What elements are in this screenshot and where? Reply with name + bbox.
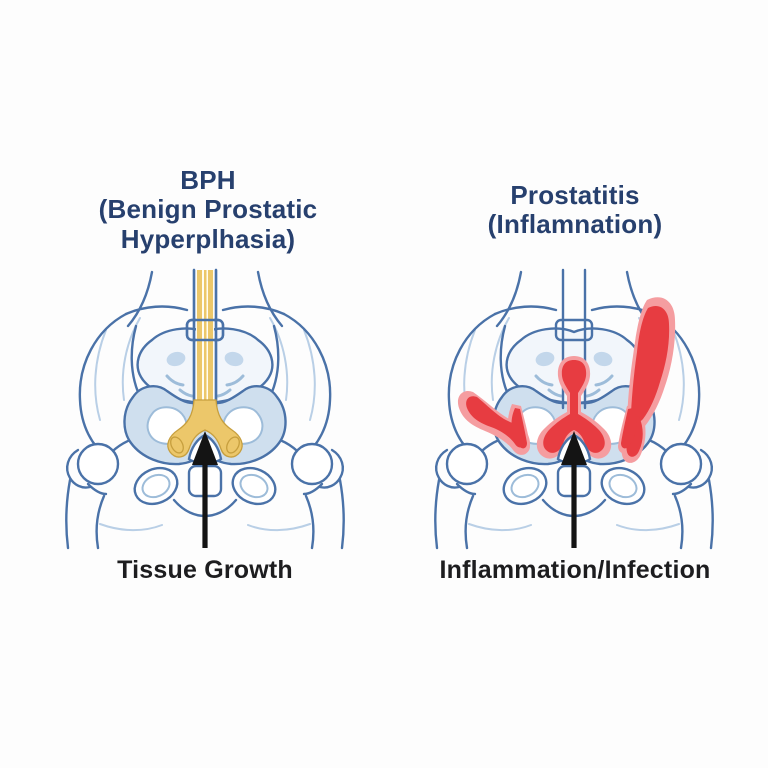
bph-panel-title: BPH (Benign Prostatic Hyperplhasia) xyxy=(98,165,318,254)
prostatitis-panel-title: Prostatitis (Inflamnation) xyxy=(487,180,663,240)
bph-caption: Tissue Growth xyxy=(117,556,293,584)
bph-pelvis-illustration xyxy=(65,268,345,550)
prostatitis-pelvis-illustration xyxy=(434,268,714,550)
tissue-growth-highlight xyxy=(167,268,243,458)
prostatitis-caption: Inflammation/Infection xyxy=(439,556,711,584)
inflammation-highlight xyxy=(457,297,676,463)
